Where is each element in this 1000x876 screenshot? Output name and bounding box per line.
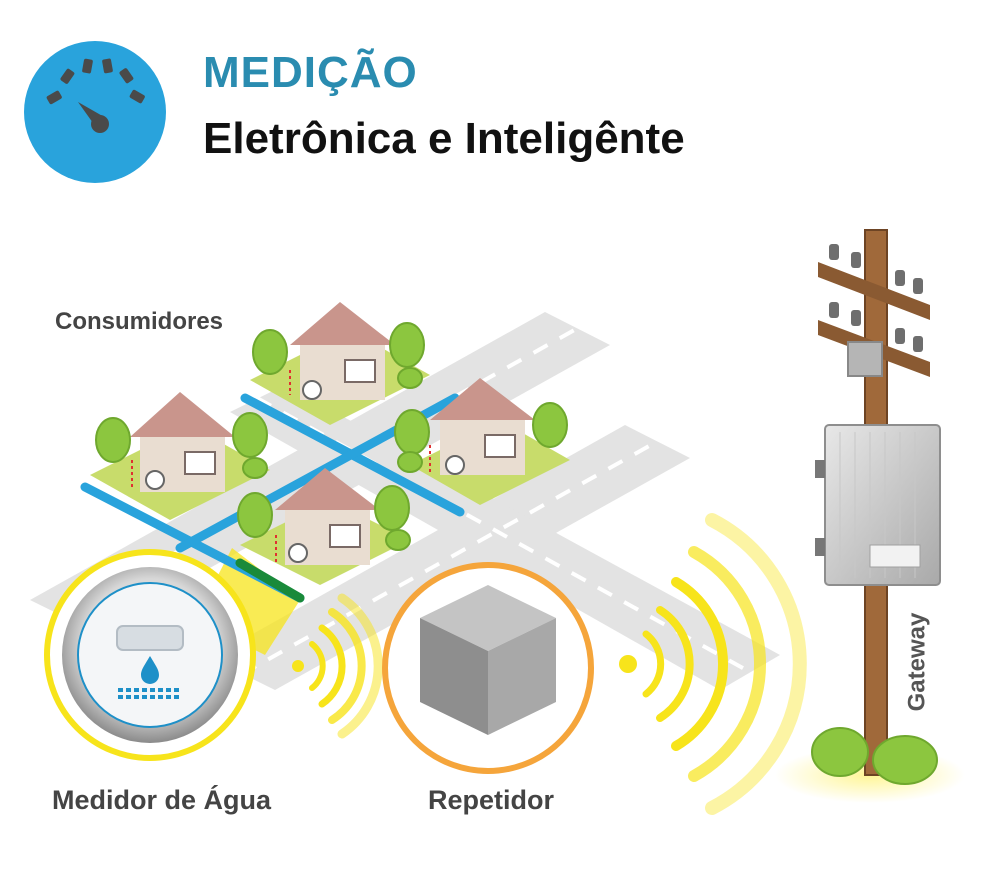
repeater-signal-waves [619, 513, 807, 815]
page-subtitle: Eletrônica e Inteligênte [203, 114, 685, 163]
repeater-label: Repetidor [428, 785, 555, 815]
gauge-icon [24, 41, 166, 183]
consumers-label: Consumidores [55, 308, 224, 335]
water-meter-label: Medidor de Água [52, 785, 272, 815]
meter-signal-lines [131, 370, 431, 565]
water-drop-icon [141, 656, 159, 684]
page-title: MEDIÇÃO [203, 48, 418, 97]
gateway-pole [775, 229, 965, 803]
repeater [382, 562, 594, 774]
meter-signal-waves [292, 593, 383, 739]
water-meter [44, 549, 256, 761]
house-meters [145, 380, 465, 563]
gateway-label: Gateway [903, 612, 931, 712]
trees [95, 322, 568, 551]
house [250, 302, 430, 425]
house [90, 392, 270, 520]
